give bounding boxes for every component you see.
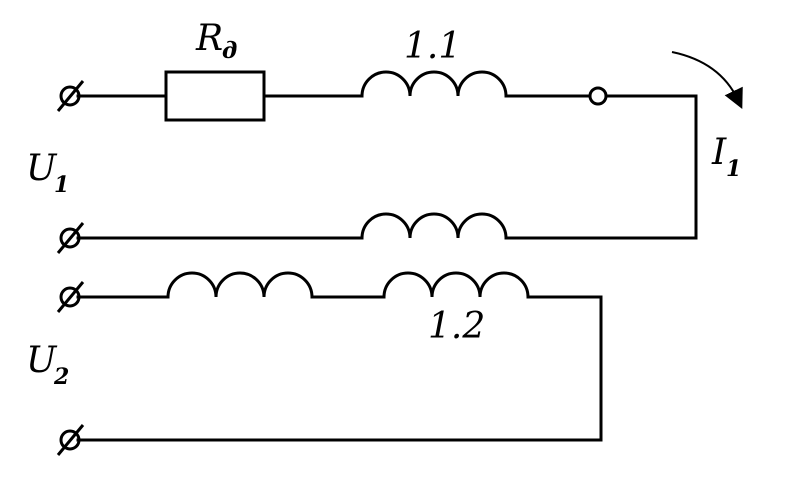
- current-direction-arrow: [671, 51, 743, 110]
- label-voltage-u2-subscript: 2: [53, 364, 69, 390]
- coil-1-2-right: [382, 271, 530, 298]
- label-voltage-u1-subscript: 1: [54, 172, 69, 198]
- label-resistor-subscript: д: [222, 38, 237, 64]
- coil-1-1-lower: [360, 212, 508, 239]
- label-current-i1: I: [711, 132, 727, 173]
- label-coil-1-1: 1.1: [404, 26, 461, 67]
- label-current-i1-subscript: 1: [726, 156, 741, 182]
- label-resistor: R: [195, 18, 223, 59]
- label-voltage-u2: U: [26, 340, 58, 381]
- coil-1-1-upper: [360, 70, 508, 97]
- label-coil-1-2: 1.2: [428, 306, 485, 347]
- terminal-u1-top[interactable]: [56, 80, 85, 112]
- label-voltage-u1: U: [26, 148, 58, 189]
- terminal-u2-bottom[interactable]: [56, 424, 85, 456]
- coil-1-2-left: [166, 271, 314, 298]
- resistor: [164, 70, 266, 122]
- winding-start-marker: [588, 86, 608, 106]
- terminal-u2-top[interactable]: [56, 281, 85, 313]
- terminal-u1-bottom[interactable]: [56, 222, 85, 254]
